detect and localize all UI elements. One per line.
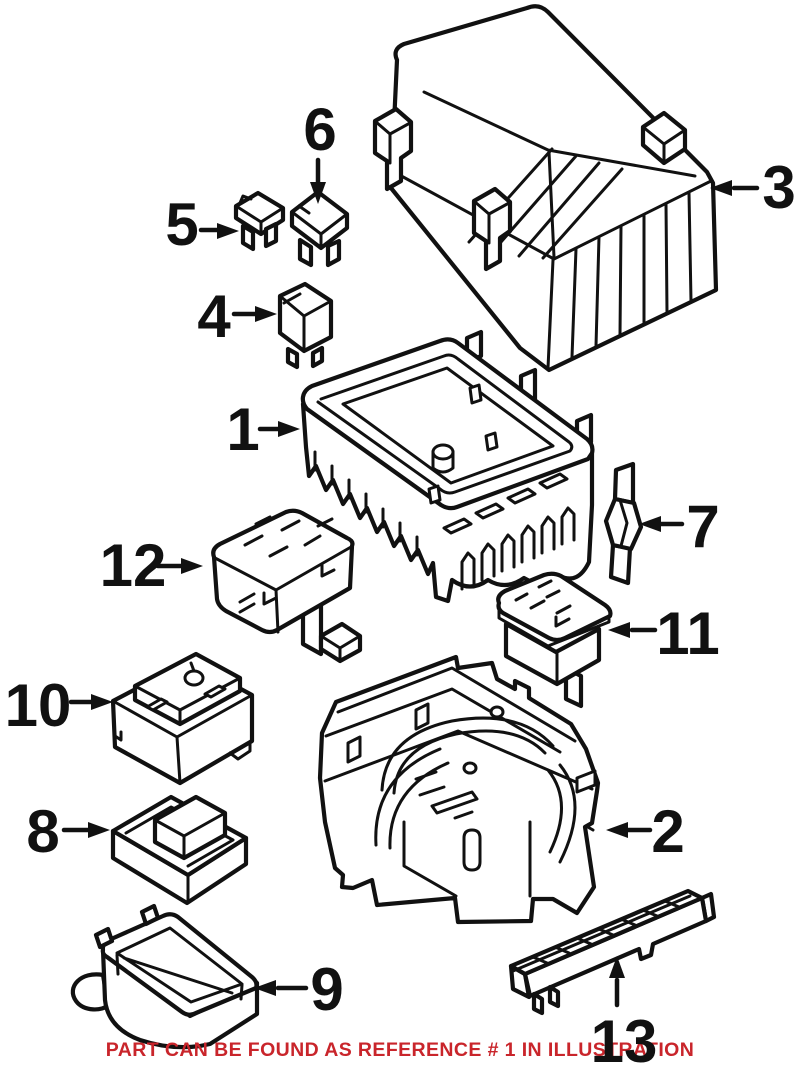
footer-note: PART CAN BE FOUND AS REFERENCE # 1 IN IL… [106,1039,694,1061]
part-9-bin-drawing [70,903,260,1050]
callout-9-arrowhead [254,980,276,996]
tray-slots [442,472,569,535]
part9-walls [100,947,260,1050]
callout-1-number: 1 [226,396,259,463]
callout-4: 4 [197,283,277,350]
tray-cylinder-top [431,443,455,461]
callout-5-number: 5 [165,191,198,258]
callout-9-number: 9 [310,956,343,1023]
callout-6-arrowhead [310,182,326,204]
part-1-fusebox-tray-drawing [300,329,595,604]
callout-2: 2 [606,798,685,865]
tray-floor [341,366,555,485]
cover-body [388,4,719,373]
callout-2-arrowhead [606,822,628,838]
callout-7-number: 7 [686,493,719,560]
tray-pegs [427,383,499,505]
callout-9: 9 [254,956,344,1023]
callout-10: 10 [5,672,113,739]
callout-11-arrowhead [608,622,630,638]
callout-11-number: 11 [656,600,719,667]
callout-8-number: 8 [26,798,59,865]
tray-cylinder-body [431,450,455,474]
callout-10-number: 10 [5,672,72,739]
callout-12-number: 12 [100,532,167,599]
part-7-clip-drawing [603,461,644,586]
tray-pickets [460,506,576,591]
part13-ticks [511,894,692,973]
callout-5: 5 [165,191,239,258]
part10-circle [183,669,205,687]
callout-7: 7 [639,493,720,560]
cover-mount-tab-right [640,110,688,166]
tray-skirt-ribs [313,450,419,557]
part-6-fuse-drawing [289,189,350,268]
callout-6: 6 [303,96,337,204]
part-8-holder-drawing [110,794,249,906]
callout-13-number: 13 [591,1008,658,1066]
callout-3-number: 3 [762,154,795,221]
callout-10-arrowhead [91,694,113,710]
part12-foot [318,621,363,664]
part-3-cover-drawing [372,4,719,373]
part-10-relay-drawing [110,651,255,786]
callout-12: 12 [100,532,203,599]
callout-6-number: 6 [303,96,336,163]
callout-2-number: 2 [651,798,684,865]
callout-4-arrowhead [255,306,277,322]
callout-11: 11 [608,600,720,667]
callout-1: 1 [226,396,300,463]
callout-8: 8 [26,798,110,865]
part11-lid [496,571,613,643]
callout-7-arrowhead [639,516,661,532]
part-4-relay-drawing [277,281,334,370]
part-5-fuse-drawing [233,190,286,252]
callout-4-number: 4 [197,283,231,350]
callout-3-arrowhead [710,180,732,196]
callout-8-arrowhead [88,822,110,838]
part-12-cover-drawing [211,508,363,664]
callout-13-arrowhead [609,956,625,978]
part9-hook [70,972,111,1012]
part13-front [522,895,709,999]
part-13-rail-drawing [508,888,717,1016]
part-2-housing-drawing [317,654,601,925]
part11-lid-band [497,605,611,648]
callout-5-arrowhead [217,223,239,239]
callout-13: 13 [591,956,658,1066]
callout-3: 3 [710,154,796,221]
callout-12-arrowhead [181,558,203,574]
part8-divider [152,794,228,861]
part2-silhouette [317,654,601,925]
tray-rim-inner [316,353,574,495]
callout-1-arrowhead [278,421,300,437]
part2-pill [462,828,482,872]
part-11-box-drawing [496,571,613,709]
part12-box [211,508,355,635]
